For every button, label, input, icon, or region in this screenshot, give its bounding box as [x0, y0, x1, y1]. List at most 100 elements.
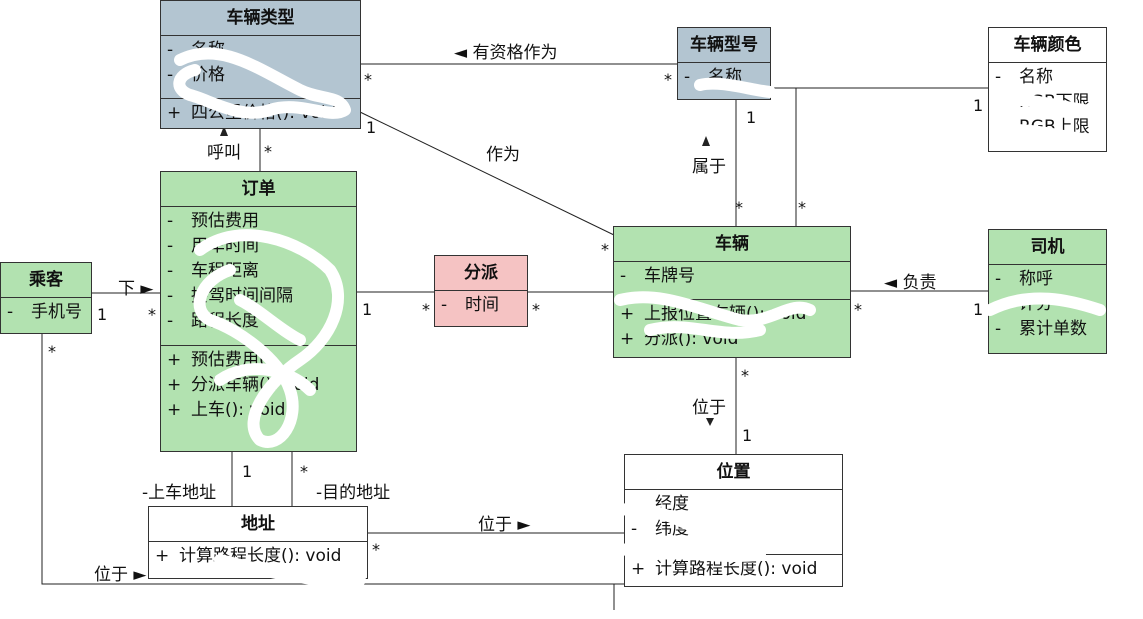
multiplicity: 1 — [97, 305, 108, 324]
class-vehicle[interactable]: 车辆 -车牌号 + 上报位置车辆(): void + 分派(): void — [613, 226, 851, 358]
attribute: 路程长度 — [191, 311, 259, 331]
multiplicity: * — [264, 142, 272, 161]
label-destination-address: -目的地址 — [316, 483, 391, 503]
label-as: 作为 — [486, 145, 520, 165]
attribute: 时间 — [465, 295, 499, 315]
label-located-at: 位于 ► — [94, 565, 147, 585]
operation: 预估费用() — [191, 350, 273, 370]
class-title: 地址 — [149, 507, 367, 542]
visibility: - — [167, 236, 174, 256]
class-location[interactable]: 位置 -经度 -纬度 + 计算路程长度(): void — [624, 454, 843, 587]
multiplicity: * — [422, 300, 430, 319]
multiplicity: 1 — [973, 96, 984, 115]
multiplicity: * — [741, 366, 749, 385]
attribute: 纬度 — [655, 519, 689, 539]
class-title: 车辆型号 — [678, 28, 770, 63]
visibility: - — [995, 294, 1002, 314]
class-title: 订单 — [161, 172, 356, 207]
visibility: - — [995, 117, 1002, 137]
class-address[interactable]: 地址 + 计算路程长度(): void — [148, 506, 368, 579]
visibility: - — [995, 319, 1002, 339]
visibility: + — [620, 329, 635, 349]
class-title: 司机 — [989, 230, 1106, 265]
multiplicity: 1 — [366, 118, 377, 137]
visibility: - — [995, 92, 1002, 112]
class-title: 车辆 — [614, 227, 850, 262]
attribute: 接驾时间间隔 — [191, 286, 293, 306]
multiplicity: * — [148, 305, 156, 324]
visibility: - — [620, 266, 627, 286]
multiplicity: 1 — [742, 426, 753, 445]
arrow-down-icon — [706, 418, 714, 426]
class-title: 乘客 — [1, 263, 91, 298]
visibility: - — [995, 269, 1002, 289]
class-dispatch[interactable]: 分派 -时间 — [434, 255, 528, 327]
multiplicity: 1 — [362, 300, 373, 319]
label-belongs-to: 属于 — [692, 157, 726, 177]
visibility: - — [167, 286, 174, 306]
multiplicity: * — [601, 240, 609, 259]
visibility: + — [631, 559, 646, 579]
label-located-at: 位于 — [692, 398, 726, 418]
multiplicity: * — [48, 342, 56, 361]
operation: 上报位置车辆(): void — [644, 304, 807, 324]
visibility: + — [155, 546, 170, 566]
visibility: - — [441, 295, 448, 315]
class-vehicle-type[interactable]: 车辆类型 -名称 -价格 +四公里价格(): void — [160, 0, 361, 129]
multiplicity: * — [364, 70, 372, 89]
multiplicity: * — [372, 540, 380, 559]
attribute: 累计单数 — [1019, 319, 1087, 339]
class-order[interactable]: 订单 -预估费用 -用车时间 -车程距离 -接驾时间间隔 -路程长度 +预估费用… — [160, 171, 357, 452]
label-pickup-address: -上车地址 — [142, 483, 217, 503]
attribute: 评分 — [1019, 294, 1053, 314]
label-place-order: 下 ► — [118, 279, 154, 299]
visibility: - — [684, 67, 691, 87]
visibility: - — [167, 65, 174, 85]
attribute: 名称 — [1019, 67, 1053, 87]
visibility: - — [167, 211, 174, 231]
attribute: 车牌号 — [644, 266, 695, 286]
class-passenger[interactable]: 乘客 -手机号 — [0, 262, 92, 334]
visibility: - — [7, 302, 14, 322]
class-driver[interactable]: 司机 -称呼 -评分 -累计单数 — [988, 229, 1107, 354]
class-title: 位置 — [625, 455, 842, 490]
visibility: - — [167, 261, 174, 281]
operation: 计算路程长度(): void — [179, 546, 342, 566]
class-title: 分派 — [435, 256, 527, 291]
multiplicity: * — [664, 70, 672, 89]
operation: 分派车辆(): void — [191, 375, 320, 395]
label-qualified-as: ◄ 有资格作为 — [454, 43, 558, 63]
label-located-at: 位于 ► — [478, 515, 531, 535]
attribute: RGB上限 — [1019, 117, 1090, 137]
attribute: 名称 — [191, 40, 225, 60]
attribute: RGB下限 — [1019, 92, 1090, 112]
multiplicity: 1 — [973, 300, 984, 319]
operation: 分派(): void — [644, 329, 739, 349]
class-title: 车辆颜色 — [989, 28, 1106, 63]
visibility: + — [167, 400, 182, 420]
multiplicity: * — [735, 198, 743, 217]
class-vehicle-color[interactable]: 车辆颜色 -名称 -RGB下限 -RGB上限 — [988, 27, 1107, 152]
label-responsible: ◄ 负责 — [884, 273, 937, 293]
visibility: + — [620, 304, 635, 324]
visibility: - — [631, 494, 638, 514]
multiplicity: * — [798, 198, 806, 217]
attribute: 预估费用 — [191, 211, 259, 231]
visibility: + — [167, 375, 182, 395]
attribute: 车程距离 — [191, 261, 259, 281]
attribute: 价格 — [191, 65, 225, 85]
operation: 计算路程长度(): void — [655, 559, 818, 579]
arrow-up-icon — [220, 126, 228, 136]
visibility: - — [631, 519, 638, 539]
assoc-type-vehicle — [359, 111, 615, 236]
label-call: 呼叫 — [207, 143, 241, 163]
class-title: 车辆类型 — [161, 1, 360, 36]
class-vehicle-model[interactable]: 车辆型号 -名称 — [677, 27, 771, 100]
operation: 四公里价格(): void — [191, 103, 337, 123]
visibility: + — [167, 103, 182, 123]
multiplicity: 1 — [746, 108, 757, 127]
attribute: 经度 — [655, 494, 689, 514]
attribute: 手机号 — [31, 302, 82, 322]
visibility: - — [167, 311, 174, 331]
